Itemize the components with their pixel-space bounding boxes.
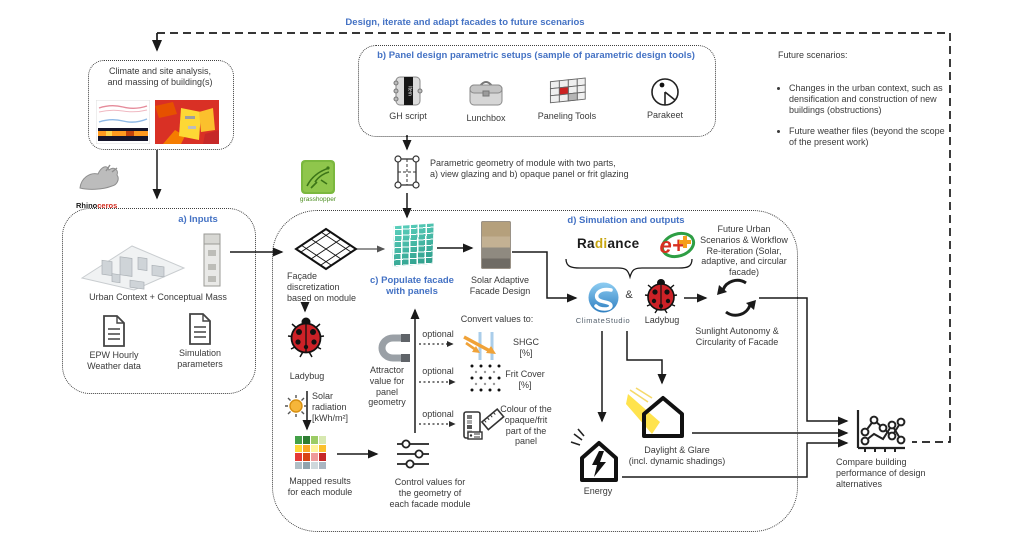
optional-label: optional: [422, 366, 454, 376]
climate-box-title: Climate and site analysis, and massing o…: [107, 66, 213, 87]
optional-label: optional: [422, 329, 454, 339]
reiteration-loop-icon: [717, 278, 756, 317]
future-scenarios-note: Future scenarios: Changes in the urban c…: [778, 39, 946, 170]
ladybug-analysis-label: Ladybug: [289, 371, 325, 381]
energy-label: Energy: [583, 486, 613, 496]
eplus-text: e+: [659, 233, 684, 258]
inputs-box: [62, 208, 256, 394]
grasshopper-icon: [301, 160, 335, 194]
compare-chart-icon: [856, 410, 906, 452]
solar-adaptive-label: Solar Adaptive Facade Design: [469, 275, 531, 296]
rhinoceros-icon: [79, 164, 119, 190]
epw-document-icon: [103, 315, 125, 347]
energy-house-icon: [570, 428, 618, 482]
solar-heatmap-image: [155, 100, 219, 144]
colour-label: Colour of the opaque/frit part of the pa…: [500, 404, 552, 447]
sliders-icon: [397, 439, 429, 469]
rhino-logo-text: Rhino: [76, 201, 98, 210]
daylight-glare-label: Daylight & Glare (incl. dynamic shadings…: [628, 445, 726, 466]
control-values-label: Control values for the geometry of each …: [389, 477, 471, 509]
sun-icon: [285, 395, 307, 417]
simulation-heading: d) Simulation and outputs: [567, 215, 685, 226]
future-scenarios-bullet: Changes in the urban context, such as de…: [789, 83, 946, 115]
facade-panels-image: [392, 223, 434, 267]
future-scenarios-title: Future scenarios:: [778, 49, 848, 60]
gh-script-icon: Item: [393, 76, 423, 106]
urban-context-image: [80, 245, 186, 291]
tool-label-paneling-tools: Paneling Tools: [537, 111, 597, 121]
convert-values-label: Convert values to:: [460, 314, 534, 324]
grasshopper-label: grasshopper: [299, 196, 337, 203]
sunlight-autonomy-label: Sunlight Autonomy & Circularity of Facad…: [695, 326, 779, 347]
solar-adaptive-facade-image: [481, 221, 511, 269]
climatestudio-label: ClimateStudio: [575, 316, 631, 325]
parametric-note: Parametric geometry of module with two p…: [430, 158, 629, 179]
panel-setup-heading: b) Panel design parametric setups (sampl…: [377, 50, 695, 61]
magnet-icon: [378, 334, 410, 362]
solar-radiation-label: Solar radiation [kWh/m²]: [312, 391, 348, 423]
climate-charts-image: [96, 100, 150, 144]
rhino-logo-text-red: ceros: [97, 201, 118, 210]
future-urban-label: Future Urban Scenarios & Workflow Re-ite…: [700, 224, 788, 278]
feedback-title: Design, iterate and adapt facades to fut…: [345, 17, 585, 28]
energyplus-icon: e+: [659, 231, 696, 259]
conceptual-mass-icon: [203, 233, 221, 287]
climate-analysis-box: [88, 60, 234, 150]
paneling-tools-icon: [549, 77, 586, 104]
colour-palette-icon: [463, 407, 505, 440]
mapped-results-label: Mapped results for each module: [287, 476, 353, 497]
tool-label-lunchbox: Lunchbox: [466, 113, 506, 123]
shgc-icon: [463, 332, 496, 360]
climatestudio-icon: [588, 282, 619, 313]
facade-discretization-label: Façade discretization based on module: [287, 271, 357, 303]
simulation-document-icon: [189, 313, 211, 345]
future-scenarios-bullet: Future weather files (beyond the scope o…: [789, 126, 946, 148]
mapped-results-image: [295, 436, 326, 469]
daylight-house-icon: [626, 387, 684, 438]
inputs-heading: a) Inputs: [178, 214, 218, 225]
shgc-label: SHGC [%]: [512, 337, 539, 358]
ladybug-sim-icon: [644, 279, 678, 314]
facade-discretization-icon: [294, 227, 358, 271]
attractor-label: Attractor value for panel geometry: [368, 365, 406, 408]
gh-item-text: Item: [407, 86, 413, 96]
frit-cover-icon: [470, 364, 501, 392]
ladybug-analysis-icon: [287, 317, 325, 358]
populate-heading: c) Populate facade with panels: [370, 275, 454, 298]
radiance-logo: Radiance: [577, 236, 640, 251]
frit-cover-label: Frit Cover [%]: [505, 369, 545, 390]
simulation-parameters-label: Simulation parameters: [177, 348, 223, 369]
panel-setup-box: [358, 45, 716, 137]
tool-label-gh-script: GH script: [389, 111, 427, 121]
compare-label: Compare building performance of design a…: [836, 457, 926, 489]
tool-label-parakeet: Parakeet: [646, 110, 684, 120]
parakeet-icon: [651, 78, 679, 106]
urban-context-label: Urban Context + Conceptual Mass: [89, 292, 227, 302]
optional-label: optional: [422, 409, 454, 419]
ampersand: &: [625, 289, 633, 301]
lunchbox-icon: [469, 81, 503, 106]
epw-label: EPW Hourly Weather data: [87, 350, 141, 371]
parametric-module-icon: [394, 155, 420, 189]
ladybug-sim-label: Ladybug: [644, 315, 680, 325]
